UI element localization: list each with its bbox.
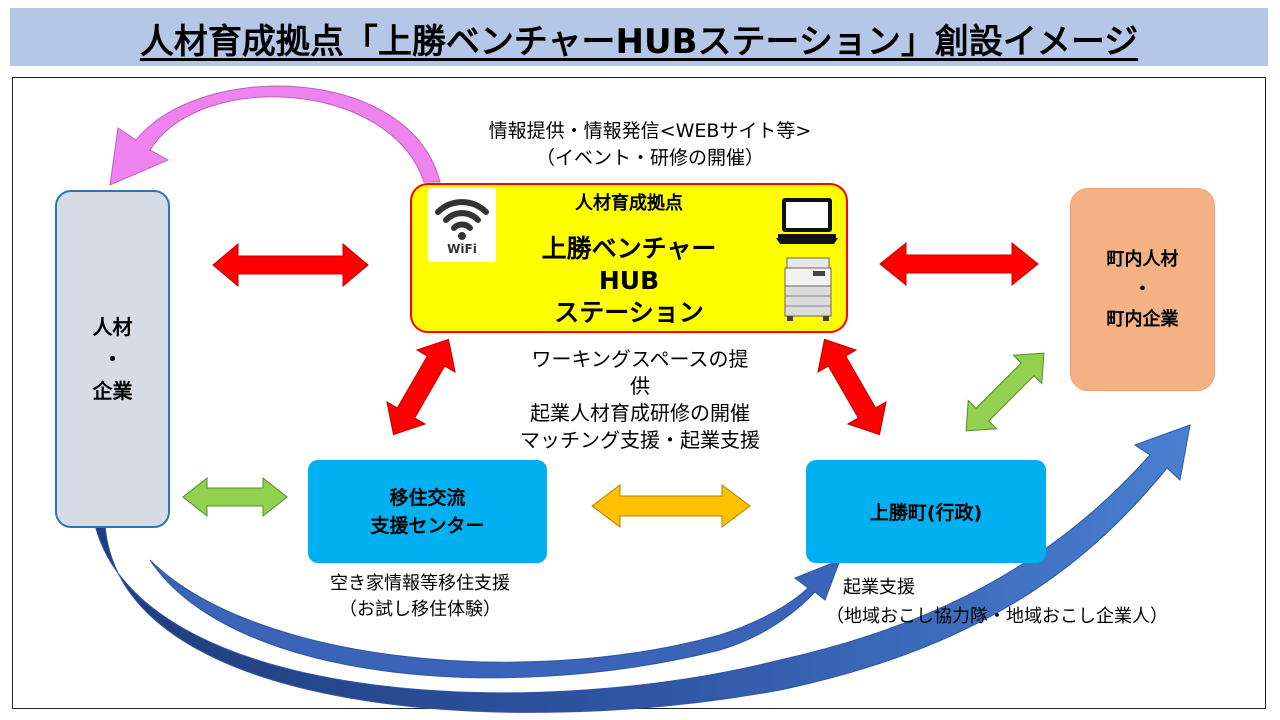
hub-name-line1: 上勝ベンチャー — [541, 234, 717, 263]
ijuu-box-line2: 支援センター — [370, 514, 485, 537]
laptop-icon — [776, 196, 838, 250]
page-title: 人材育成拠点「上勝ベンチャーHUBステーション」創設イメージ — [139, 22, 1139, 62]
right-box-line3: 町内企業 — [1106, 308, 1179, 330]
right-box-line1: 町内人材 — [1106, 248, 1179, 270]
top-caption-line1: 情報提供・情報発信<WEBサイト等> — [488, 120, 812, 142]
blue-curved-arrow-large — [94, 424, 1191, 713]
blue-curved-arrow-small — [149, 559, 841, 679]
ijuu-caption-line1: 空き家情報等移住支援 — [330, 573, 510, 594]
gov-caption-line1: 起業支援 — [843, 577, 915, 598]
green-arrow-left-ijuu — [182, 476, 288, 518]
copier-icon — [783, 256, 833, 326]
red-arrow-left-hub — [212, 242, 369, 288]
hub-subtitle: 人材育成拠点 — [575, 193, 683, 214]
hub-name-line3: ステーション — [554, 298, 704, 327]
box-local-people-companies: 町内人材 ・ 町内企業 — [1070, 188, 1215, 391]
hub-name-line2: HUB — [598, 266, 660, 295]
title-band: 人材育成拠点「上勝ベンチャーHUBステーション」創設イメージ — [10, 8, 1268, 66]
box-kamikatsu-government: 上勝町(行政) — [806, 460, 1046, 563]
left-box-line3: 企業 — [92, 379, 133, 403]
center-caption-line1: ワーキングスペースの提 — [531, 347, 749, 371]
top-caption-line2: （イベント・研修の開催） — [535, 147, 764, 169]
wifi-label: WiFi — [447, 242, 477, 256]
pink-curved-arrow — [109, 85, 441, 186]
orange-arrow-ijuu-gov — [591, 484, 751, 528]
center-caption-line4: マッチング支援・起業支援 — [520, 428, 760, 452]
ijuu-box-line1: 移住交流 — [389, 486, 466, 509]
ijuu-caption-line2: （お試し移住体験） — [339, 599, 501, 620]
right-box-line2: ・ — [1133, 278, 1152, 300]
center-caption-line3: 起業人材育成研修の開催 — [530, 401, 750, 425]
red-arrow-hub-right — [879, 241, 1039, 287]
center-caption-line2: 供 — [630, 374, 650, 398]
green-arrow-gov-right — [965, 352, 1045, 432]
red-arrow-hub-gov — [817, 338, 887, 436]
hub-name: 上勝ベンチャー HUB ステーション — [412, 233, 846, 329]
box-people-companies: 人材 ・ 企業 — [55, 190, 170, 528]
box-migration-support-center: 移住交流 支援センター — [308, 460, 547, 563]
gov-box-label: 上勝町(行政) — [869, 502, 983, 524]
red-arrow-hub-ijuu — [386, 338, 456, 436]
left-box-line2: ・ — [102, 347, 123, 371]
gov-caption-line2: （地域おこし協力隊・地域おこし企業人） — [826, 606, 1168, 627]
left-box-line1: 人材 — [92, 315, 133, 339]
wifi-icon: WiFi — [428, 188, 496, 262]
